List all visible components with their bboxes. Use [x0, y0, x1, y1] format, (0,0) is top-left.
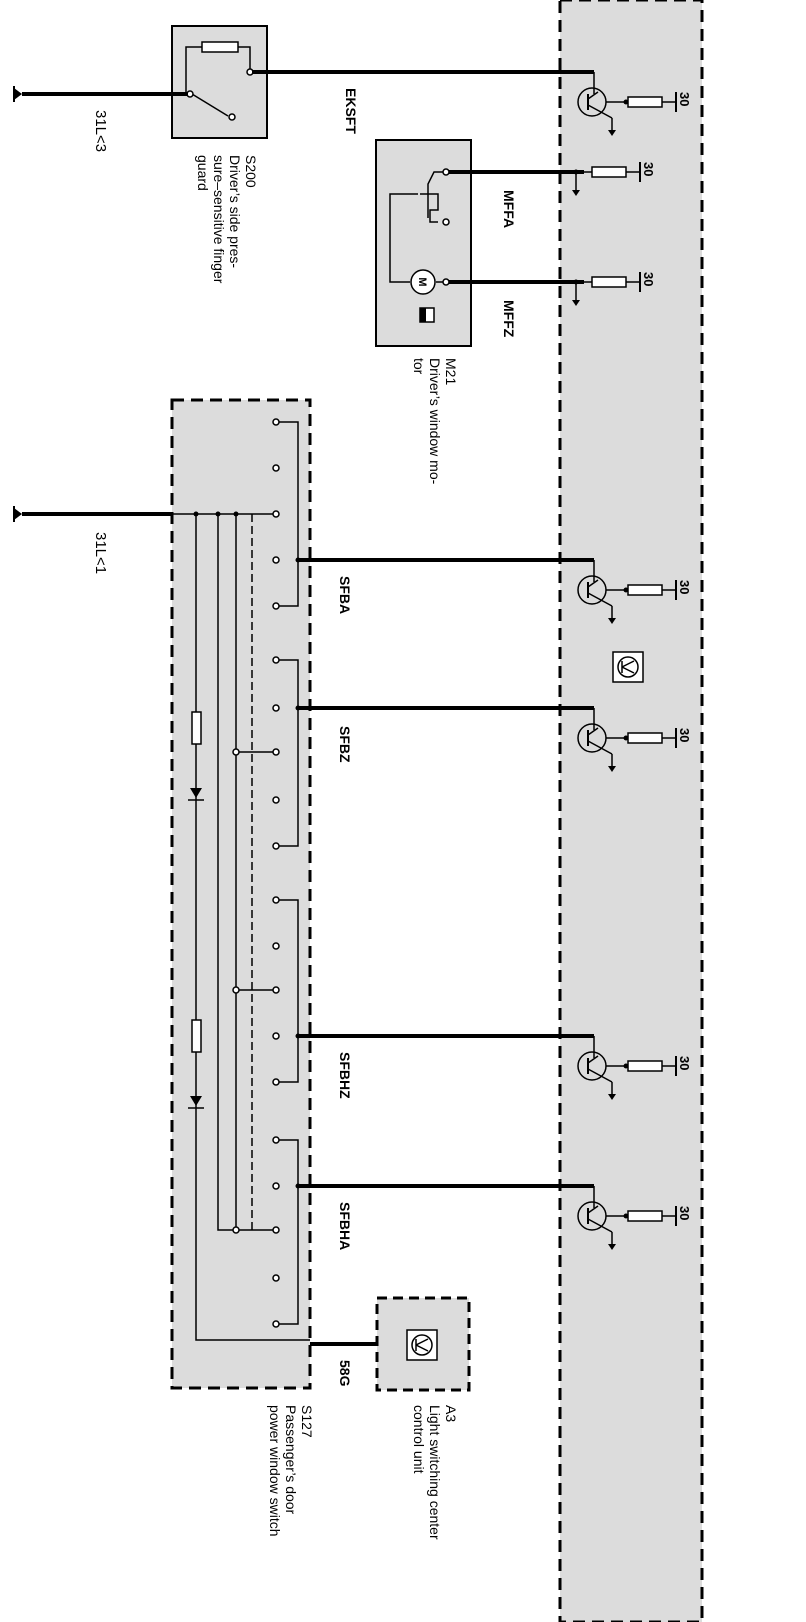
s127-code: S127: [299, 1405, 315, 1438]
terminal-label-30: 30: [677, 1056, 692, 1070]
input-stage-mffa: 30: [572, 162, 656, 196]
wire-label-sfba: SFBA: [337, 576, 353, 614]
wire-label-mffz: MFFZ: [501, 300, 517, 338]
ground-symbol-icon: [13, 506, 22, 522]
module-stages: 30 30 30 30 30 30 30: [572, 72, 692, 1250]
s127-passenger-door-switch: [22, 398, 312, 1390]
ground-label-31l1: 31L<1: [92, 532, 109, 574]
a3-code: A3: [443, 1405, 459, 1422]
terminal-label-30: 30: [677, 92, 692, 106]
control-module-area: [558, 0, 704, 1622]
s127-desc-line2: power window switch: [267, 1405, 283, 1537]
ground-label-31l3: 31L<3: [92, 110, 109, 152]
terminal-label-30: 30: [677, 580, 692, 594]
input-stage-mffz: 30: [572, 272, 656, 306]
m21-window-motor: [375, 139, 472, 347]
s127-desc-line1: Passenger’s door: [283, 1405, 299, 1515]
wire-label-mffa: MFFA: [501, 190, 517, 228]
transistor-symbol-icon: [612, 651, 644, 683]
driver-stage-sfbhz: 30: [577, 1036, 692, 1100]
driver-stage-sfbz: 30: [577, 708, 692, 772]
a3-light-switching-center: [375, 1296, 471, 1392]
s200-code: S200: [243, 155, 259, 188]
ground-symbol-icon: [13, 86, 22, 102]
s200-finger-guard: [171, 25, 268, 139]
s200-desc-line2: sure–sensitive finger: [211, 155, 227, 284]
wire-label-58g: 58G: [337, 1360, 353, 1387]
wire-label-eksft: EKSFT: [343, 88, 359, 134]
motor-letter: M: [416, 277, 428, 286]
s200-desc-line1: Driver’s side pres-: [227, 155, 243, 268]
m21-code: M21: [443, 358, 459, 385]
driver-stage-sfba: 30: [577, 560, 692, 624]
s200-desc-line3: guard: [195, 155, 211, 191]
terminal-label-30: 30: [677, 728, 692, 742]
terminal-label-30: 30: [641, 162, 656, 176]
m21-desc-line1: Driver’s window mo-: [427, 358, 443, 485]
terminal-label-30: 30: [641, 272, 656, 286]
a3-desc-line2: control unit: [411, 1405, 427, 1474]
terminal-label-30: 30: [677, 1206, 692, 1220]
wire-label-sfbha: SFBHA: [337, 1202, 353, 1250]
a3-desc-line1: Light switching center: [427, 1405, 443, 1540]
driver-stage-sfbha: 30: [577, 1186, 692, 1250]
m21-desc-line2: tor: [411, 358, 427, 375]
wire-label-sfbhz: SFBHZ: [337, 1052, 353, 1099]
driver-stage-eksft: 30: [577, 72, 692, 136]
wire-label-sfbz: SFBZ: [337, 726, 353, 763]
